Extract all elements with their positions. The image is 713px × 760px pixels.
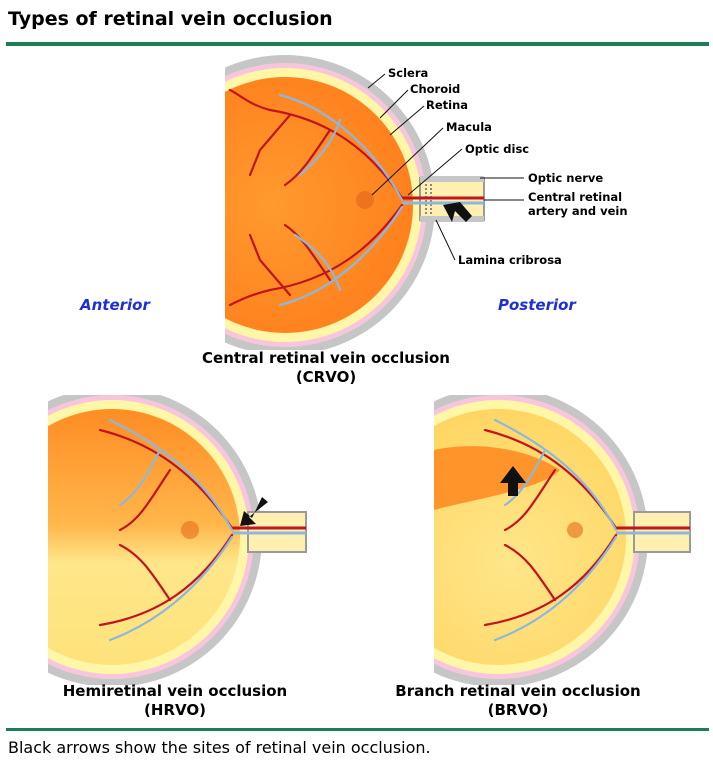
- crvo-label: Central retinal vein occlusion (CRVO): [156, 349, 496, 387]
- macula-label: Macula: [446, 120, 492, 134]
- optic-disc-label: Optic disc: [465, 142, 529, 156]
- crvo-label-line1: Central retinal vein occlusion: [156, 349, 496, 368]
- hrvo-label-line2: (HRVO): [10, 701, 340, 720]
- hrvo-label-line1: Hemiretinal vein occlusion: [10, 682, 340, 701]
- brvo-label: Branch retinal vein occlusion (BRVO): [368, 682, 668, 720]
- sclera-label: Sclera: [388, 66, 428, 80]
- brvo-label-line1: Branch retinal vein occlusion: [368, 682, 668, 701]
- vessels-label-line2: artery and vein: [528, 204, 628, 218]
- vessels-label-line1: Central retinal: [528, 190, 622, 204]
- hrvo-label: Hemiretinal vein occlusion (HRVO): [10, 682, 340, 720]
- retina-label: Retina: [426, 98, 468, 112]
- lamina-cribrosa-label: Lamina cribrosa: [458, 253, 562, 267]
- choroid-label: Choroid: [410, 82, 460, 96]
- hrvo-eye: [0, 387, 306, 687]
- crvo-label-line2: (CRVO): [156, 368, 496, 387]
- posterior-label: Posterior: [498, 296, 576, 314]
- brvo-label-line2: (BRVO): [368, 701, 668, 720]
- anterior-label: Anterior: [80, 296, 150, 314]
- optic-nerve-label: Optic nerve: [528, 171, 603, 185]
- brvo-eye: [348, 387, 690, 687]
- footer-rule: [6, 728, 709, 731]
- footer-caption: Black arrows show the sites of retinal v…: [8, 738, 431, 757]
